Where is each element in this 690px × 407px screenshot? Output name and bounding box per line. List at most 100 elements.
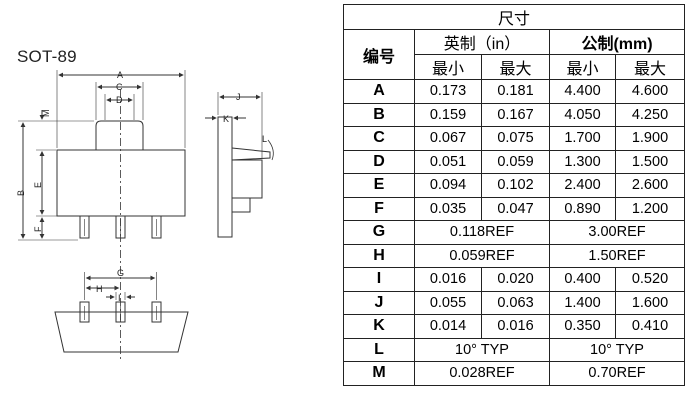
cell-mm-max: 0.520 [615, 267, 685, 292]
dim-label-e: E [33, 182, 43, 188]
cell-mm-min: 4.400 [549, 79, 616, 104]
dim-label-b: B [16, 190, 26, 196]
cell-mm-min: 2.400 [549, 173, 616, 198]
header-in-min: 最小 [414, 54, 482, 80]
row-code: M [343, 361, 415, 386]
package-title: SOT-89 [17, 47, 77, 66]
cell-mm-min: 1.300 [549, 149, 616, 174]
dim-label-g: G [117, 268, 124, 278]
row-code: J [343, 290, 415, 315]
cell-mm-max: 1.600 [615, 290, 685, 315]
cell-mm-max: 1.900 [615, 126, 685, 151]
dim-label-c: C [116, 82, 123, 92]
group-header-inch: 英制（in） [414, 29, 550, 55]
cell-mm-min: 1.700 [549, 126, 616, 151]
header-in-max: 最大 [481, 54, 550, 80]
cell-in-max: 0.020 [481, 267, 550, 292]
row-code: H [343, 243, 415, 268]
cell-in-min: 0.016 [414, 267, 482, 292]
lead-left [79, 215, 90, 239]
dim-label-d: D [116, 95, 123, 105]
cell-mm-span: 3.00REF [549, 220, 685, 245]
cell-in-span: 0.059REF [414, 243, 550, 268]
lead-right [151, 215, 162, 239]
cell-in-min: 0.173 [414, 79, 482, 104]
dim-label-a: A [117, 70, 123, 80]
cell-in-min: 0.055 [414, 290, 482, 315]
code-header: 编号 [343, 29, 415, 80]
cell-mm-span: 10° TYP [549, 337, 685, 362]
header-mm-max: 最大 [615, 54, 685, 80]
cell-in-span: 0.118REF [414, 220, 550, 245]
cell-in-min: 0.094 [414, 173, 482, 198]
cell-mm-min: 0.890 [549, 196, 616, 221]
row-code: G [343, 220, 415, 245]
dim-label-j: J [236, 92, 241, 102]
cell-in-max: 0.063 [481, 290, 550, 315]
row-code: K [343, 314, 415, 339]
cell-mm-max: 0.410 [615, 314, 685, 339]
cell-in-max: 0.016 [481, 314, 550, 339]
row-code: C [343, 126, 415, 151]
row-code: F [343, 196, 415, 221]
cell-in-max: 0.075 [481, 126, 550, 151]
cell-mm-max: 4.600 [615, 79, 685, 104]
outline-drawing-svg: A C D B M E F G H I J K L [16, 70, 274, 360]
cell-mm-span: 1.50REF [549, 243, 685, 268]
cell-in-min: 0.159 [414, 102, 482, 127]
dim-label-k: K [223, 114, 229, 124]
cell-in-span: 0.028REF [414, 361, 550, 386]
group-header-mm: 公制(mm) [549, 29, 685, 55]
header-mm-min: 最小 [549, 54, 616, 80]
package-body-end-view [54, 311, 189, 353]
package-tab [95, 120, 144, 150]
dim-label-l: L [262, 134, 267, 144]
row-code: B [343, 102, 415, 127]
cell-mm-max: 2.600 [615, 173, 685, 198]
cell-in-min: 0.035 [414, 196, 482, 221]
cell-in-max: 0.167 [481, 102, 550, 127]
cell-in-max: 0.102 [481, 173, 550, 198]
package-body-top-view [56, 149, 186, 217]
cell-mm-max: 4.250 [615, 102, 685, 127]
cell-mm-max: 1.200 [615, 196, 685, 221]
cell-in-span: 10° TYP [414, 337, 550, 362]
table-title: 尺寸 [343, 4, 685, 30]
cell-in-max: 0.047 [481, 196, 550, 221]
cell-in-max: 0.059 [481, 149, 550, 174]
cell-mm-min: 0.350 [549, 314, 616, 339]
dim-label-i: I [118, 293, 121, 303]
row-code: D [343, 149, 415, 174]
cell-mm-span: 0.70REF [549, 361, 685, 386]
cell-in-max: 0.181 [481, 79, 550, 104]
package-drawing: SOT-89 [0, 0, 340, 402]
dim-label-m: M [41, 110, 51, 118]
package-side-view [217, 116, 233, 238]
dim-label-f: F [33, 226, 43, 232]
row-code: A [343, 79, 415, 104]
dim-label-h: H [96, 284, 103, 294]
cell-in-min: 0.067 [414, 126, 482, 151]
cell-mm-min: 4.050 [549, 102, 616, 127]
row-code: L [343, 337, 415, 362]
cell-mm-max: 1.500 [615, 149, 685, 174]
cell-mm-min: 0.400 [549, 267, 616, 292]
row-code: I [343, 267, 415, 292]
row-code: E [343, 173, 415, 198]
cell-mm-min: 1.400 [549, 290, 616, 315]
cell-in-min: 0.051 [414, 149, 482, 174]
